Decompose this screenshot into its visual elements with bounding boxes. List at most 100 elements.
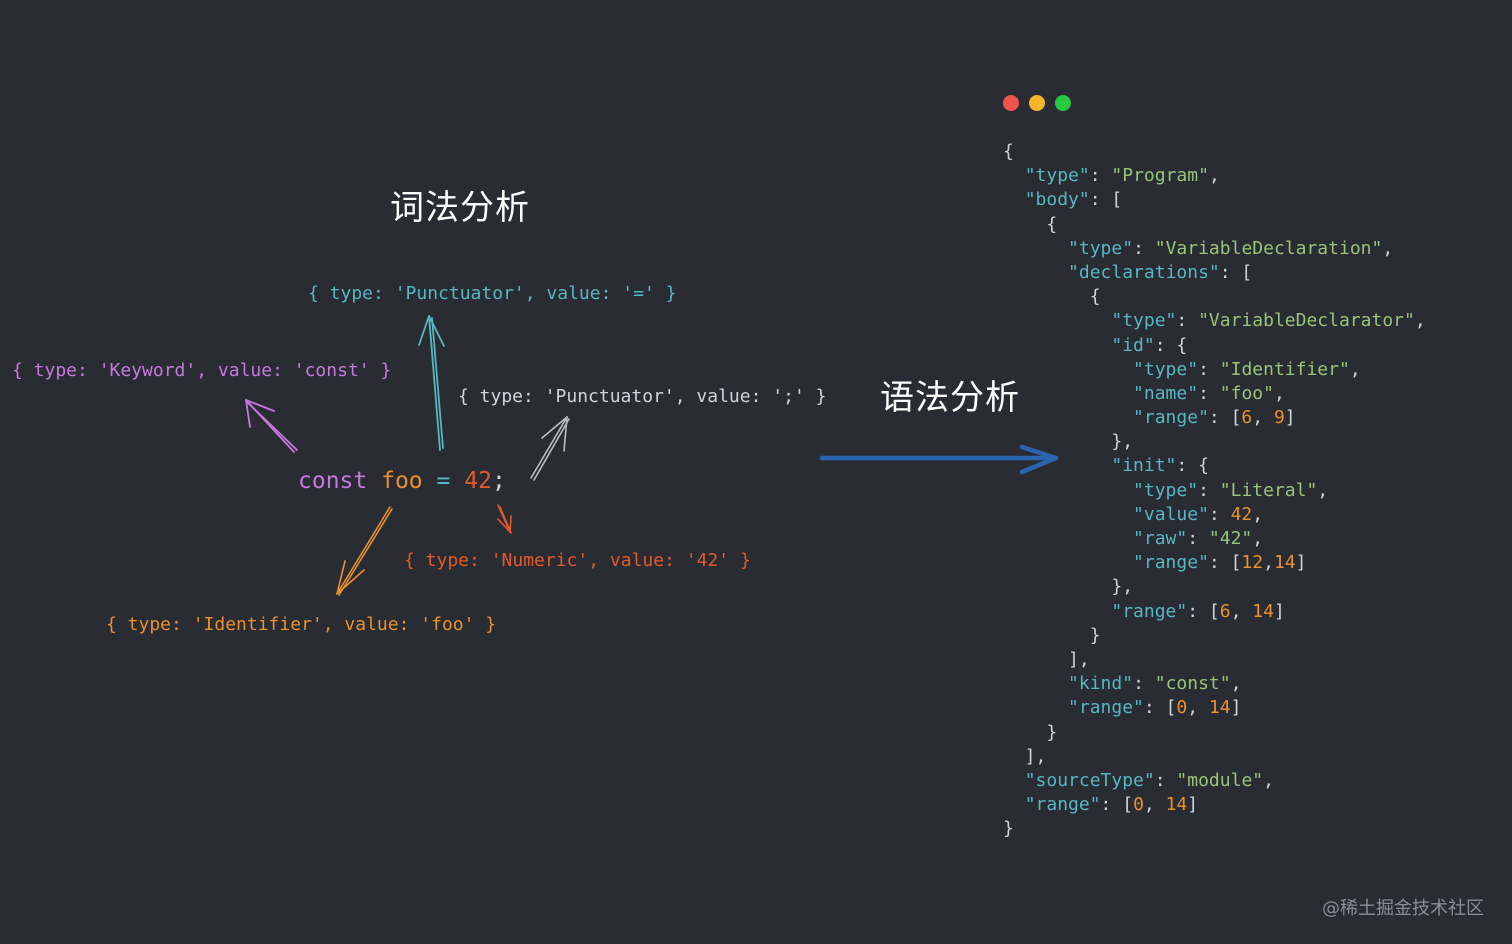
- code-token: "body": [1024, 189, 1090, 211]
- code-token: "const": [1154, 673, 1231, 695]
- code-token: : [: [1100, 794, 1134, 816]
- token-numeric: { type: 'Numeric', value: '42' }: [404, 550, 751, 571]
- code-token: }: [1003, 721, 1058, 743]
- code-token: [1003, 310, 1111, 331]
- code-token: [1003, 673, 1068, 694]
- code-line: {: [1003, 285, 1426, 309]
- code-token: },: [1003, 576, 1134, 598]
- code-token: "kind": [1068, 673, 1134, 695]
- code-token: : [: [1208, 552, 1242, 574]
- minimize-dot-icon: [1029, 95, 1045, 111]
- code-token: },: [1003, 431, 1134, 453]
- code-token: [1003, 480, 1133, 501]
- code-token: [1003, 189, 1025, 210]
- code-token: :: [1198, 358, 1220, 380]
- code-token: 14: [1165, 794, 1188, 816]
- code-token: {: [1003, 286, 1101, 308]
- code-line: "value": 42,: [1003, 503, 1426, 527]
- code-token: ]: [1284, 407, 1296, 429]
- code-token: 14: [1252, 600, 1274, 622]
- code-line: "sourceType": "module",: [1003, 769, 1426, 793]
- code-token: "type": [1068, 237, 1134, 259]
- source-punctuator: ;: [491, 468, 506, 494]
- code-line: ],: [1003, 745, 1426, 769]
- code-line: "type": "VariableDeclaration",: [1003, 237, 1426, 261]
- syntax-analysis-title: 语法分析: [880, 378, 1020, 418]
- code-token: ,: [1317, 479, 1329, 501]
- code-line: "range": [6, 14]: [1003, 600, 1426, 624]
- code-token: : {: [1176, 455, 1209, 477]
- code-token: :: [1089, 165, 1112, 187]
- arrow-to-keyword: [245, 399, 298, 453]
- code-token: [1003, 262, 1068, 283]
- code-token: "type": [1133, 479, 1199, 501]
- code-token: ,: [1230, 673, 1242, 695]
- code-token: "module": [1176, 769, 1264, 791]
- code-token: "range": [1111, 600, 1188, 622]
- code-line: "declarations": [: [1003, 261, 1426, 285]
- code-token: "sourceType": [1024, 769, 1155, 791]
- code-token: 14: [1273, 552, 1296, 574]
- code-token: 6: [1219, 600, 1231, 622]
- code-token: "name": [1133, 382, 1199, 404]
- code-line: {: [1003, 213, 1426, 237]
- code-line: }: [1003, 721, 1426, 745]
- code-line: },: [1003, 430, 1426, 454]
- code-token: "Literal": [1219, 479, 1318, 501]
- code-token: "type": [1024, 165, 1090, 187]
- code-token: "type": [1133, 358, 1199, 380]
- code-token: 9: [1273, 407, 1285, 429]
- code-token: "foo": [1219, 382, 1274, 404]
- code-line: "raw": "42",: [1003, 527, 1426, 551]
- code-token: }: [1003, 624, 1101, 646]
- code-token: :: [1198, 382, 1220, 404]
- code-token: ,: [1252, 528, 1264, 549]
- code-token: [1003, 238, 1068, 259]
- code-token: [1003, 455, 1111, 476]
- code-line: "type": "Identifier",: [1003, 358, 1426, 382]
- code-token: : [: [1208, 407, 1242, 429]
- token-identifier: { type: 'Identifier', value: 'foo' }: [106, 614, 497, 635]
- code-token: ,: [1263, 769, 1274, 791]
- code-token: ,: [1187, 697, 1209, 719]
- code-token: :: [1154, 769, 1177, 791]
- source-identifier: foo: [381, 468, 423, 494]
- maximize-dot-icon: [1055, 95, 1071, 111]
- arrow-to-identifier: [336, 506, 393, 596]
- code-token: }: [1003, 818, 1014, 840]
- code-token: :: [1176, 310, 1199, 332]
- code-token: [1003, 552, 1133, 573]
- code-line: "type": "VariableDeclarator",: [1003, 309, 1425, 333]
- code-token: ,: [1208, 165, 1220, 187]
- code-token: :: [1133, 237, 1155, 259]
- code-line: "range": [6, 9]: [1003, 406, 1426, 430]
- code-token: : [: [1219, 261, 1253, 283]
- code-token: [1003, 407, 1133, 428]
- ast-json-panel: { "type": "Program", "body": [ { "type":…: [1003, 140, 1426, 841]
- code-token: {: [1003, 141, 1014, 162]
- code-token: {: [1003, 213, 1058, 235]
- code-token: 0: [1133, 794, 1144, 816]
- code-token: ,: [1263, 552, 1274, 574]
- close-dot-icon: [1003, 95, 1019, 111]
- source-keyword: const: [298, 468, 368, 494]
- code-token: [1003, 165, 1025, 186]
- code-line: "body": [: [1003, 188, 1426, 212]
- code-token: :: [1133, 673, 1155, 695]
- code-token: "range": [1133, 552, 1209, 574]
- code-token: "init": [1111, 455, 1177, 477]
- code-token: ]: [1187, 794, 1199, 816]
- code-token: :: [1198, 479, 1220, 501]
- syntax-arrow: [819, 444, 1059, 475]
- code-token: ],: [1003, 745, 1047, 767]
- code-token: ,: [1252, 503, 1264, 525]
- code-token: [1003, 383, 1133, 404]
- code-token: 6: [1241, 407, 1253, 429]
- code-line: }: [1003, 817, 1426, 841]
- code-token: ]: [1230, 697, 1242, 719]
- code-token: :: [1208, 503, 1231, 525]
- code-token: "VariableDeclaration": [1154, 237, 1383, 259]
- arrow-to-punctuator-eq: [418, 315, 445, 451]
- code-line: }: [1003, 624, 1426, 648]
